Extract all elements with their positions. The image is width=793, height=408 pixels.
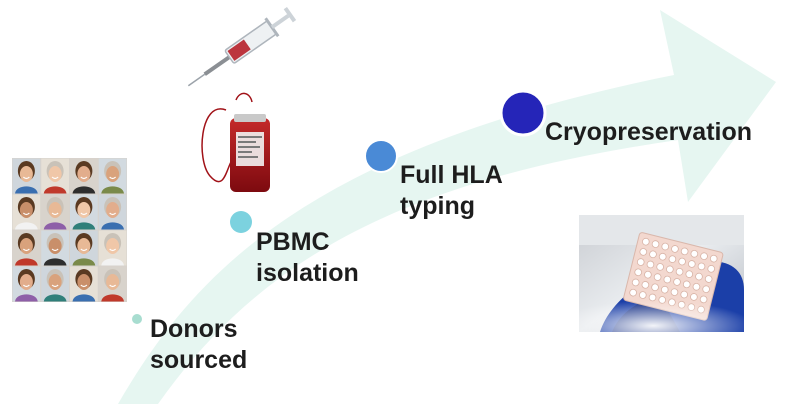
rack-hole <box>656 263 664 271</box>
rack-hole <box>639 248 648 256</box>
rack-hole <box>690 249 699 258</box>
rack-hole <box>641 281 650 289</box>
donor-face <box>98 230 127 266</box>
step-label-hla: Full HLA typing <box>400 161 503 220</box>
donor-face <box>70 158 98 194</box>
rack-hole <box>644 270 652 279</box>
donor-face <box>12 158 41 194</box>
donor-photo-grid <box>12 158 127 302</box>
rack-hole <box>631 278 640 287</box>
rack-hole <box>668 255 677 263</box>
rack-hole <box>671 245 679 253</box>
step-label-donors: Donors sourced <box>150 315 248 374</box>
rack-hole <box>636 258 645 266</box>
step-label-cryo: Cryopreservation <box>545 118 753 146</box>
step-dot-cryo <box>499 89 547 137</box>
rack-hole <box>653 273 662 281</box>
donor-face <box>12 194 41 230</box>
step-dot-pbmc <box>230 211 252 233</box>
rack-hole <box>634 268 643 277</box>
rack-hole <box>649 250 657 259</box>
rack-hole <box>658 252 667 261</box>
rack-hole <box>678 257 686 266</box>
cryo-box-photo <box>579 215 744 332</box>
rack-hole <box>646 260 655 269</box>
rack-hole <box>685 270 694 278</box>
rack-hole <box>707 265 716 273</box>
donor-face <box>41 266 69 302</box>
rack-hole <box>700 252 708 261</box>
step-dot-hla <box>364 139 398 173</box>
flow-arrow <box>118 10 776 404</box>
rack-hole <box>675 267 684 276</box>
donor-face <box>41 158 69 194</box>
step-label-pbmc: PBMC isolation <box>256 228 359 287</box>
rack-hole <box>663 275 672 284</box>
donor-face <box>98 194 127 230</box>
donor-face <box>70 230 98 266</box>
rack-hole <box>704 275 713 283</box>
donor-face <box>98 158 127 194</box>
donor-face <box>70 194 98 230</box>
donor-face <box>12 230 41 266</box>
rack-hole <box>688 260 696 268</box>
rack-hole <box>709 254 718 263</box>
rack-hole <box>680 247 689 256</box>
donor-face <box>70 266 98 302</box>
rack-hole <box>661 242 670 251</box>
rack-hole <box>697 262 706 271</box>
rack-hole <box>651 240 660 248</box>
rack-hole <box>673 278 681 286</box>
donor-face <box>12 266 41 302</box>
step-dot-donors <box>132 314 142 324</box>
donor-face <box>41 194 69 230</box>
rack-hole <box>682 280 691 289</box>
rack-hole <box>642 237 650 246</box>
donor-face <box>98 266 127 302</box>
syringe-icon <box>187 6 297 87</box>
donor-face <box>41 230 69 266</box>
blood-bag-icon <box>201 92 270 192</box>
rack-hole <box>695 272 703 281</box>
rack-hole <box>666 265 674 274</box>
